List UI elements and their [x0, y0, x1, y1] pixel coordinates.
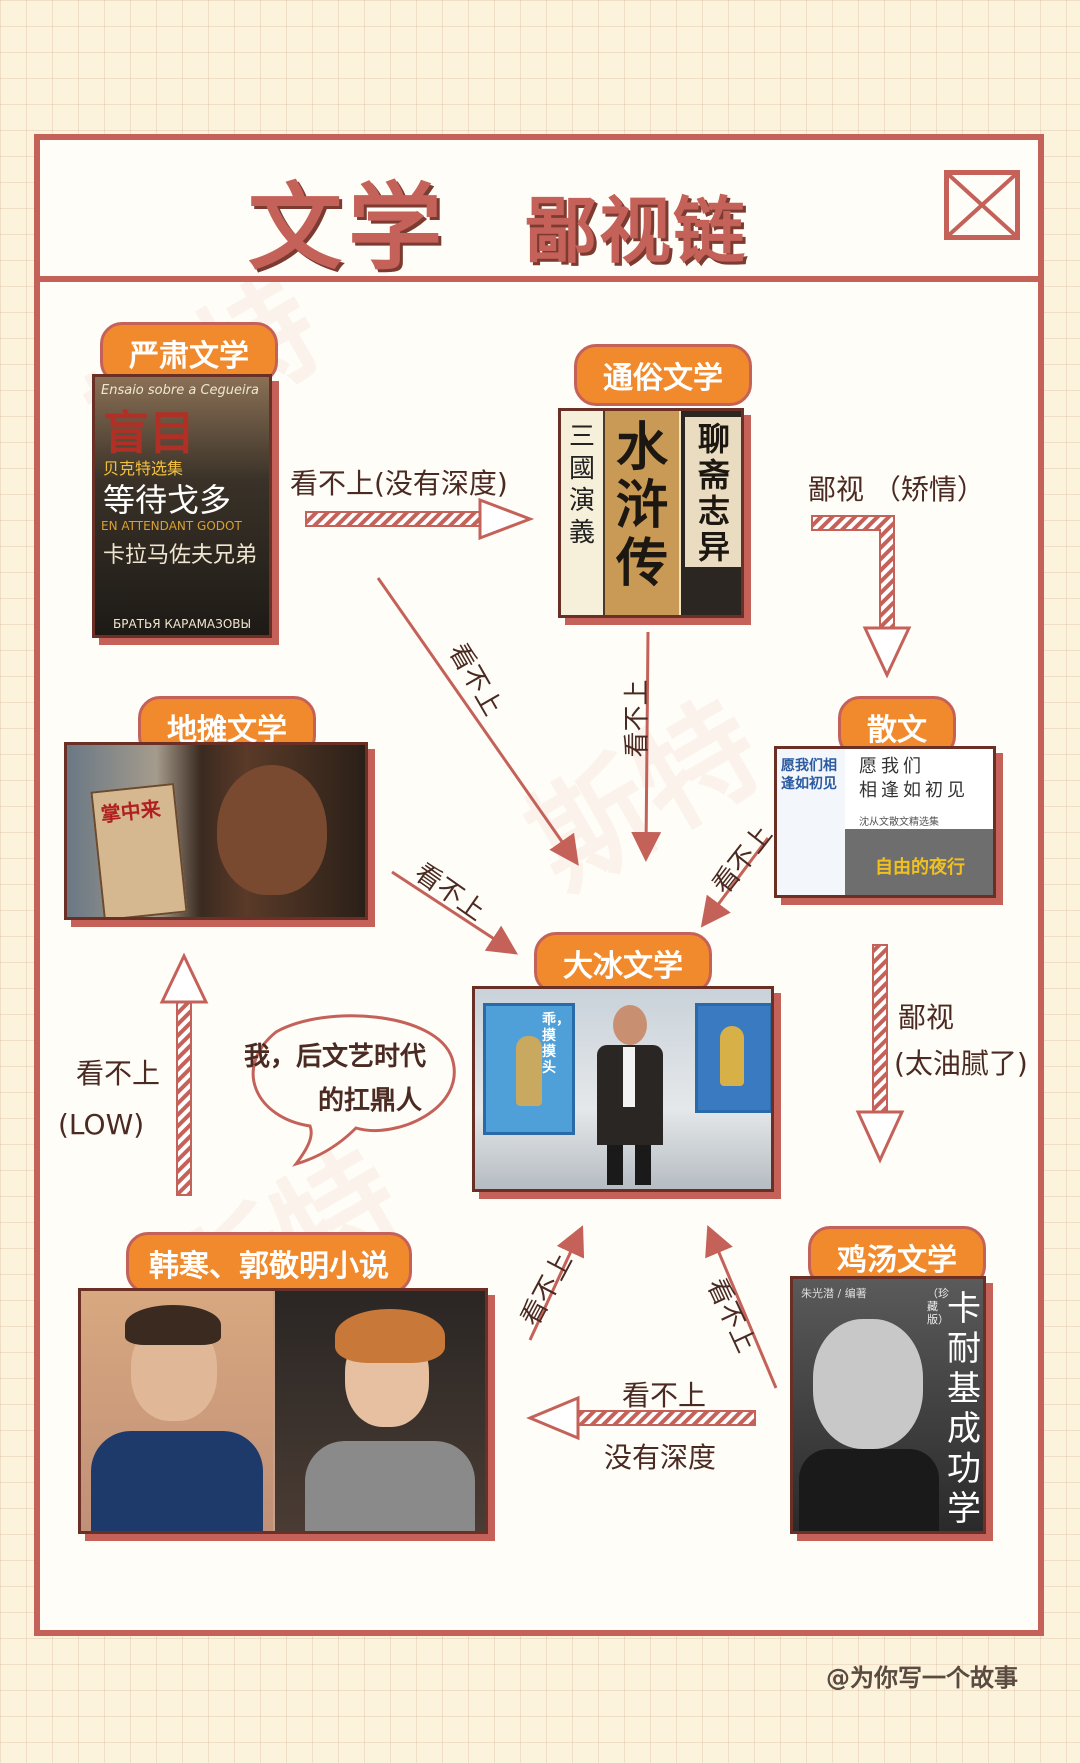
speech-bubble: [251, 1014, 456, 1167]
face-shape: [217, 765, 327, 895]
arrow-hanhan-to-street: [159, 952, 209, 1196]
leg-shape: [635, 1145, 651, 1185]
arrow-hanhan-to-dabing: [528, 1225, 585, 1341]
shuihu-cover: 水浒传: [605, 411, 679, 615]
label-serious: 严肃文学: [100, 322, 278, 384]
label-hanhan: 韩寒、郭敬明小说: [126, 1232, 412, 1294]
prose-right-title: 自由的夜行: [875, 857, 965, 878]
liaozhai-cover: 聊斋志异: [681, 411, 741, 615]
page-subtitle: 鄙视链: [525, 189, 748, 273]
street-photo: 掌中来: [64, 742, 368, 920]
soup-cover: 朱光潜 / 编著 （珍藏版） 卡耐基成功学: [790, 1276, 986, 1534]
label-dabing: 大冰文学: [534, 932, 712, 994]
street-sign: 掌中来: [90, 782, 188, 917]
head-shape: [613, 1005, 647, 1045]
arrow-popular-to-prose: [811, 515, 912, 679]
note-serious-popular: 看不上(没有深度): [290, 467, 508, 500]
label-popular: 通俗文学: [574, 344, 752, 406]
note-soup-hanhan-1: 看不上: [622, 1379, 707, 1412]
dabing-book-1-title: 乖，摸摸头: [542, 1012, 570, 1076]
soup-edition: （珍藏版）: [927, 1287, 949, 1326]
arrow-soup-to-dabing: [705, 1224, 778, 1389]
note-popular-prose: 鄙视 （矫情）: [808, 473, 985, 506]
sanguo-title: 三國演義: [568, 422, 595, 548]
photo-right: [275, 1291, 485, 1531]
hair-shape: [335, 1309, 445, 1363]
page-title: 文学: [248, 174, 449, 283]
monk-figure: [720, 1026, 744, 1086]
photo-left: [81, 1291, 273, 1531]
soup-author: 朱光潜 / 编著: [801, 1287, 867, 1300]
note-prose-soup-1: 鄙视: [898, 1001, 955, 1034]
note-soup-hanhan-2: 没有深度: [604, 1441, 717, 1474]
close-icon: [944, 170, 1020, 240]
cover-text: Ensaio sobre a Cegueira: [101, 383, 259, 398]
street-sign-text: 掌中来: [99, 796, 162, 827]
face-shape: [813, 1319, 923, 1449]
cover-text: 盲目: [103, 406, 195, 460]
arrow-serious-to-dabing: [376, 577, 579, 866]
cover-text: 等待戈多: [103, 481, 232, 519]
prose-top-title: 愿我们 相逢如初见: [859, 756, 969, 801]
note-hanhan-street-2: (LOW): [58, 1108, 145, 1141]
note-hanhan-street-1: 看不上: [76, 1057, 161, 1090]
cover-text: БРАТЬЯ КАРАМАЗОВЫ: [113, 617, 252, 631]
shirt-shape: [305, 1441, 475, 1531]
dabing-book-2: [695, 1003, 771, 1113]
serious-cover: Ensaio sobre a Cegueira 盲目 贝克特选集 等待戈多 EN…: [92, 374, 272, 638]
prose-cover: 愿我们相逢如初见 愿我们 相逢如初见 沈从文散文精选集 自由的夜行: [774, 746, 996, 898]
cover-text: EN ATTENDANT GODOT: [101, 519, 242, 533]
cover-text: 贝克特选集: [103, 459, 184, 478]
prose-book-bottom: 自由的夜行: [845, 829, 993, 895]
monk-figure: [516, 1036, 542, 1106]
bubble-line-2: 的扛鼎人: [318, 1086, 423, 1116]
liaozhai-title: 聊斋志异: [685, 417, 741, 567]
arrow-prose-to-dabing: [700, 837, 770, 928]
note-popular-dabing: 看不上: [622, 679, 653, 758]
shirt-shape: [623, 1047, 635, 1107]
prose-book-left: 愿我们相逢如初见: [777, 749, 845, 895]
hanhan-photo: [78, 1288, 488, 1534]
soup-title: 卡耐基成功学: [947, 1289, 981, 1529]
author-credit: @为你写一个故事: [826, 1664, 1018, 1692]
prose-left-title: 愿我们相逢如初见: [781, 758, 837, 792]
prose-book-top: 愿我们 相逢如初见 沈从文散文精选集: [845, 749, 993, 829]
suit-shape: [799, 1449, 939, 1531]
dabing-figure: [593, 1001, 665, 1187]
hair-shape: [125, 1305, 221, 1345]
sanguo-spine: 三國演義: [561, 411, 605, 615]
arrow-serious-to-popular: [305, 497, 535, 541]
arrow-prose-to-soup: [855, 944, 905, 1164]
popular-cover: 三國演義 水浒传 聊斋志异: [558, 408, 744, 618]
shuihu-title: 水浒传: [615, 418, 668, 594]
prose-top-sub: 沈从文散文精选集: [859, 817, 939, 828]
arrow-street-to-dabing: [391, 870, 519, 955]
note-prose-soup-2: (太油腻了): [894, 1047, 1028, 1080]
dabing-book-1: 乖，摸摸头: [483, 1003, 575, 1135]
arrow-soup-to-hanhan: [526, 1395, 756, 1441]
dabing-photo: 乖，摸摸头: [472, 986, 774, 1192]
bubble-line-1: 我，后文艺时代: [244, 1042, 427, 1072]
cover-text: 卡拉马佐夫兄弟: [103, 543, 258, 568]
leg-shape: [607, 1145, 623, 1185]
title-bar: [34, 134, 1044, 282]
arrow-popular-to-dabing: [631, 631, 662, 862]
jacket-shape: [91, 1431, 263, 1531]
